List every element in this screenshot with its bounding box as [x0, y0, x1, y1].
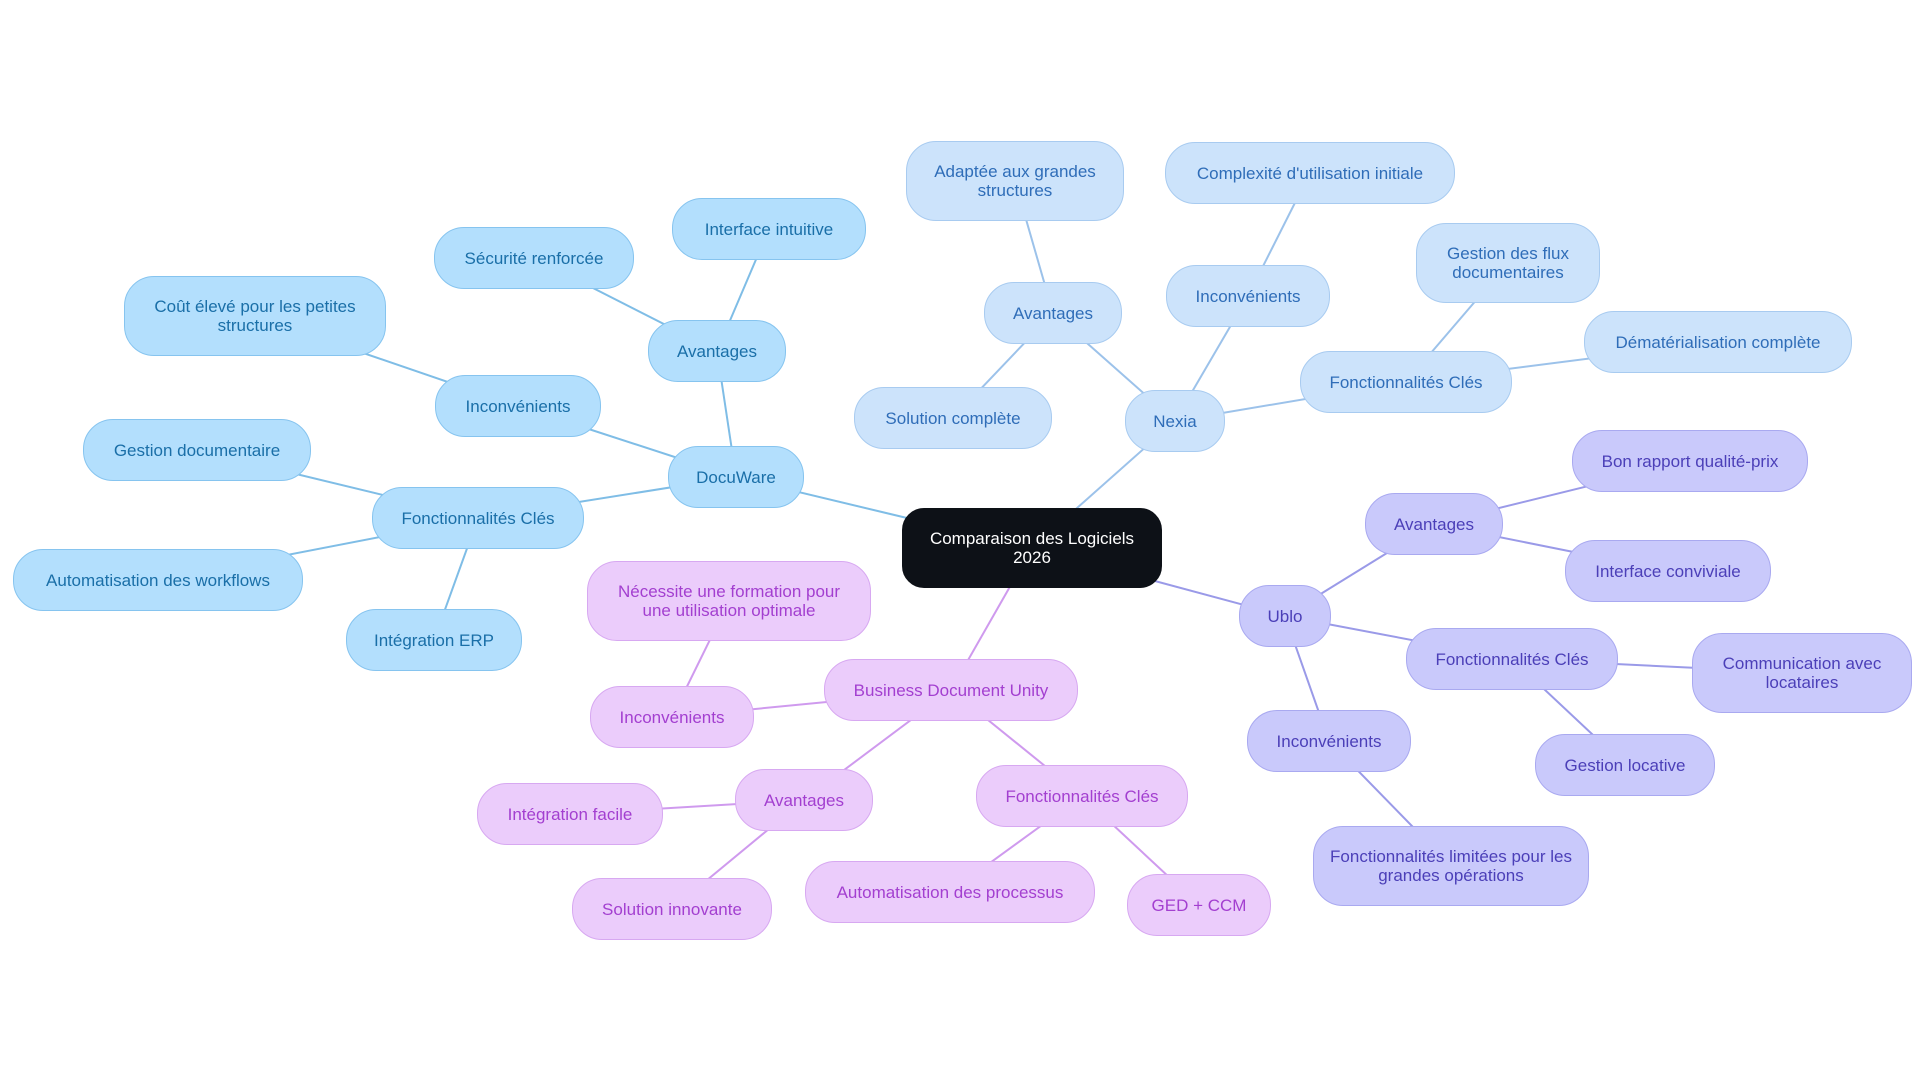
- leaf-docuware-integration-erp-label: Intégration ERP: [373, 630, 494, 650]
- category-business-document-unity-inconvenients-label: Inconvénients: [619, 707, 725, 727]
- leaf-docuware-securite-renforcee: Sécurité renforcée: [434, 227, 634, 289]
- category-nexia-inconvenients: Inconvénients: [1166, 265, 1330, 327]
- leaf-ublo-gestion-locative: Gestion locative: [1535, 734, 1715, 796]
- leaf-business-document-unity-ged-ccm: GED + CCM: [1127, 874, 1271, 936]
- leaf-docuware-cout-eleve-pour-les-petites-structures-label: Coût élevé pour les petites structures: [154, 297, 356, 335]
- leaf-ublo-gestion-locative-label: Gestion locative: [1564, 755, 1686, 775]
- category-docuware-avantages-label: Avantages: [676, 341, 758, 361]
- branch-ublo: Ublo: [1239, 585, 1331, 647]
- branch-business-document-unity: Business Document Unity: [824, 659, 1078, 721]
- leaf-ublo-communication-avec-locataires-label: Communication avec locataires: [1722, 654, 1882, 692]
- category-nexia-inconvenients-label: Inconvénients: [1195, 286, 1301, 306]
- category-nexia-avantages-label: Avantages: [1012, 303, 1094, 323]
- category-docuware-avantages: Avantages: [648, 320, 786, 382]
- category-business-document-unity-avantages: Avantages: [735, 769, 873, 831]
- leaf-ublo-communication-avec-locataires: Communication avec locataires: [1692, 633, 1912, 713]
- leaf-nexia-adaptee-aux-grandes-structures: Adaptée aux grandes structures: [906, 141, 1124, 221]
- category-nexia-avantages: Avantages: [984, 282, 1122, 344]
- leaf-business-document-unity-integration-facile: Intégration facile: [477, 783, 663, 845]
- leaf-nexia-gestion-des-flux-documentaires: Gestion des flux documentaires: [1416, 223, 1600, 303]
- leaf-ublo-interface-conviviale-label: Interface conviviale: [1595, 561, 1741, 581]
- category-ublo-avantages-label: Avantages: [1393, 514, 1475, 534]
- category-business-document-unity-avantages-label: Avantages: [763, 790, 845, 810]
- category-nexia-fonctionnalites-cles: Fonctionnalités Clés: [1300, 351, 1512, 413]
- leaf-nexia-complexite-d-utilisation-initiale: Complexité d'utilisation initiale: [1165, 142, 1455, 204]
- leaf-business-document-unity-necessite-une-formation-pour-une-utilisation-optimale: Nécessite une formation pour une utilisa…: [587, 561, 871, 641]
- category-business-document-unity-fonctionnalites-cles-label: Fonctionnalités Clés: [1005, 786, 1159, 806]
- leaf-nexia-adaptee-aux-grandes-structures-label: Adaptée aux grandes structures: [934, 162, 1096, 200]
- leaf-nexia-solution-complete: Solution complète: [854, 387, 1052, 449]
- category-docuware-fonctionnalites-cles: Fonctionnalités Clés: [372, 487, 584, 549]
- leaf-nexia-dematerialisation-complete-label: Dématérialisation complète: [1615, 332, 1821, 352]
- leaf-business-document-unity-automatisation-des-processus: Automatisation des processus: [805, 861, 1095, 923]
- leaf-business-document-unity-ged-ccm-label: GED + CCM: [1151, 895, 1247, 915]
- category-ublo-inconvenients-label: Inconvénients: [1276, 731, 1382, 751]
- leaf-business-document-unity-solution-innovante-label: Solution innovante: [602, 899, 742, 919]
- category-docuware-inconvenients-label: Inconvénients: [465, 396, 571, 416]
- leaf-business-document-unity-automatisation-des-processus-label: Automatisation des processus: [836, 882, 1064, 902]
- leaf-docuware-automatisation-des-workflows: Automatisation des workflows: [13, 549, 303, 611]
- branch-ublo-label: Ublo: [1267, 606, 1303, 626]
- leaf-business-document-unity-integration-facile-label: Intégration facile: [507, 804, 633, 824]
- leaf-docuware-securite-renforcee-label: Sécurité renforcée: [464, 248, 604, 268]
- root-node-label: Comparaison des Logiciels 2026: [929, 529, 1135, 567]
- category-ublo-inconvenients: Inconvénients: [1247, 710, 1411, 772]
- category-docuware-fonctionnalites-cles-label: Fonctionnalités Clés: [401, 508, 555, 528]
- leaf-ublo-fonctionnalites-limitees-pour-les-grandes-operations: Fonctionnalités limitées pour les grande…: [1313, 826, 1589, 906]
- leaf-docuware-gestion-documentaire-label: Gestion documentaire: [113, 440, 281, 460]
- leaf-docuware-interface-intuitive: Interface intuitive: [672, 198, 866, 260]
- leaf-business-document-unity-solution-innovante: Solution innovante: [572, 878, 772, 940]
- category-business-document-unity-fonctionnalites-cles: Fonctionnalités Clés: [976, 765, 1188, 827]
- category-nexia-fonctionnalites-cles-label: Fonctionnalités Clés: [1329, 372, 1483, 392]
- branch-docuware-label: DocuWare: [696, 467, 776, 487]
- leaf-nexia-solution-complete-label: Solution complète: [885, 408, 1021, 428]
- leaf-ublo-bon-rapport-qualite-prix-label: Bon rapport qualité-prix: [1601, 451, 1779, 471]
- branch-docuware: DocuWare: [668, 446, 804, 508]
- leaf-nexia-dematerialisation-complete: Dématérialisation complète: [1584, 311, 1852, 373]
- branch-nexia-label: Nexia: [1153, 411, 1197, 431]
- branch-nexia: Nexia: [1125, 390, 1225, 452]
- category-ublo-avantages: Avantages: [1365, 493, 1503, 555]
- leaf-ublo-interface-conviviale: Interface conviviale: [1565, 540, 1771, 602]
- leaf-docuware-cout-eleve-pour-les-petites-structures: Coût élevé pour les petites structures: [124, 276, 386, 356]
- leaf-ublo-fonctionnalites-limitees-pour-les-grandes-operations-label: Fonctionnalités limitées pour les grande…: [1330, 847, 1572, 885]
- leaf-business-document-unity-necessite-une-formation-pour-une-utilisation-optimale-label: Nécessite une formation pour une utilisa…: [617, 582, 841, 620]
- root-node: Comparaison des Logiciels 2026: [902, 508, 1162, 588]
- category-business-document-unity-inconvenients: Inconvénients: [590, 686, 754, 748]
- leaf-docuware-interface-intuitive-label: Interface intuitive: [704, 219, 834, 239]
- leaf-nexia-gestion-des-flux-documentaires-label: Gestion des flux documentaires: [1447, 244, 1569, 282]
- category-docuware-inconvenients: Inconvénients: [435, 375, 601, 437]
- leaf-ublo-bon-rapport-qualite-prix: Bon rapport qualité-prix: [1572, 430, 1808, 492]
- leaf-nexia-complexite-d-utilisation-initiale-label: Complexité d'utilisation initiale: [1196, 163, 1424, 183]
- leaf-docuware-integration-erp: Intégration ERP: [346, 609, 522, 671]
- branch-business-document-unity-label: Business Document Unity: [853, 680, 1049, 700]
- leaf-docuware-gestion-documentaire: Gestion documentaire: [83, 419, 311, 481]
- category-ublo-fonctionnalites-cles: Fonctionnalités Clés: [1406, 628, 1618, 690]
- category-ublo-fonctionnalites-cles-label: Fonctionnalités Clés: [1435, 649, 1589, 669]
- leaf-docuware-automatisation-des-workflows-label: Automatisation des workflows: [46, 570, 270, 590]
